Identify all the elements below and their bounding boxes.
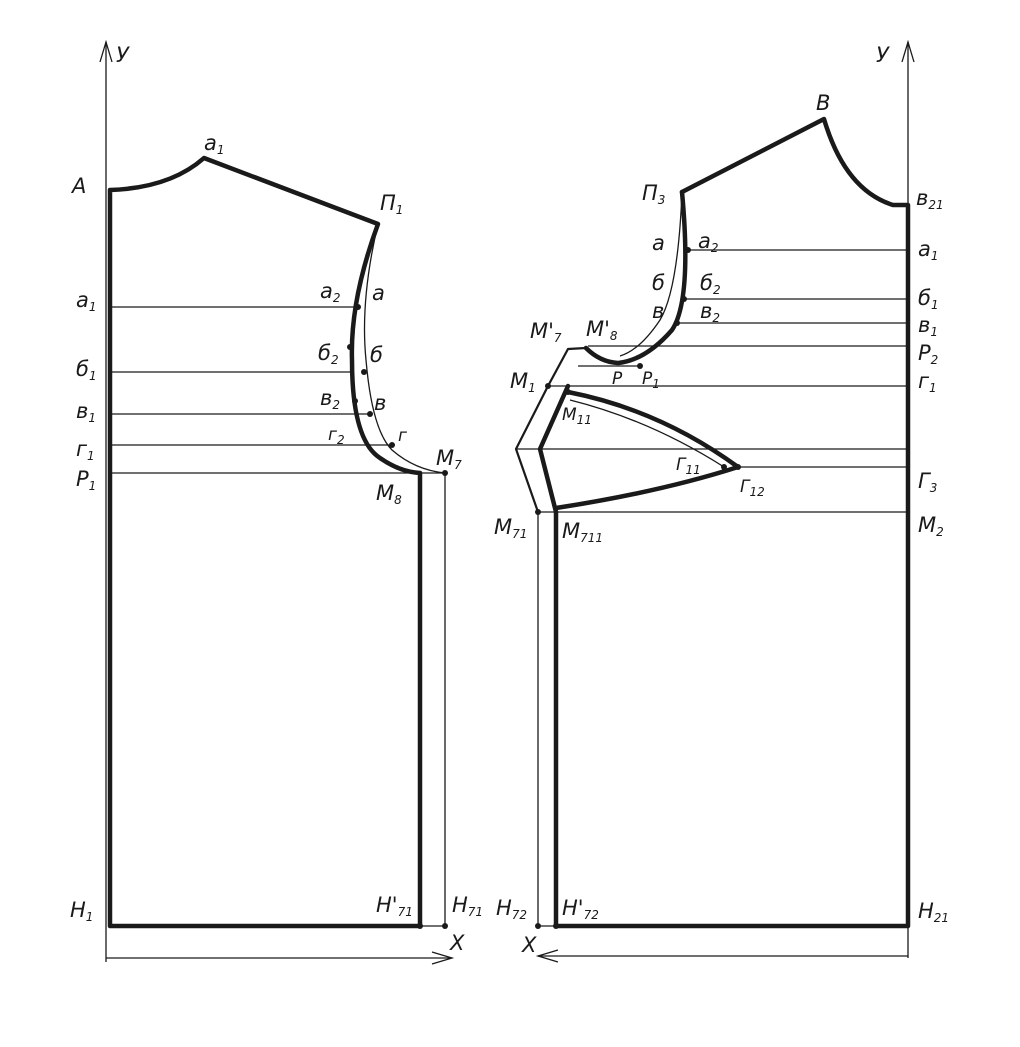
back-point-v <box>367 411 373 417</box>
front-label-P3: П3 <box>642 181 665 207</box>
front-label-G11: Г11 <box>676 455 701 477</box>
front-label-G3: Г3 <box>918 469 937 495</box>
back-point-b2 <box>347 344 353 350</box>
front-label-a1: а1 <box>918 237 939 263</box>
front-label-v: в <box>652 299 664 323</box>
front-label-B: В <box>816 91 830 115</box>
back-outline <box>107 155 423 929</box>
front-label-a2: а2 <box>698 229 719 255</box>
front-point-b2 <box>681 296 687 302</box>
front-label-b: б <box>652 271 665 295</box>
front-label-M2: М2 <box>918 513 944 539</box>
front-point-r1 <box>637 363 643 369</box>
back-label-v2: в2 <box>320 386 340 412</box>
back-label-g: г <box>398 426 407 446</box>
front-armhole-offset <box>619 191 683 357</box>
front-label-P2: Р2 <box>918 341 938 367</box>
back-label-A: А <box>70 174 86 198</box>
front-point-m1 <box>545 383 551 389</box>
front-point-m11 <box>565 389 571 395</box>
front-label-M11: М11 <box>562 405 592 427</box>
front-outline <box>553 116 911 929</box>
back-label-b2: б2 <box>318 341 339 367</box>
front-label-M8p: М'8 <box>586 317 618 343</box>
front-label-R1: Р1 <box>642 369 660 391</box>
front-label-G12: Г12 <box>740 477 765 499</box>
front-piece: У Х В П3 в21 а а2 а1 б б2 б1 в в2 в1 М'7… <box>494 39 949 963</box>
front-label-a: а <box>652 231 665 255</box>
back-label-M7: М7 <box>436 446 462 472</box>
front-label-v1: в1 <box>918 313 938 339</box>
front-dart-left <box>514 385 549 513</box>
back-label-b: б <box>370 343 383 367</box>
back-point-h71p <box>417 923 423 929</box>
front-x-axis-arrow <box>535 949 559 963</box>
front-dart-inner-leg <box>569 399 725 468</box>
front-label-M71: М71 <box>494 515 527 541</box>
front-y-axis-arrow <box>901 39 915 63</box>
front-label-R: Р <box>612 369 623 389</box>
front-label-M711: М711 <box>562 519 603 545</box>
front-dart-top-leg <box>565 389 741 470</box>
back-label-v1-left: в1 <box>76 399 96 425</box>
front-label-M1: М1 <box>510 369 536 395</box>
back-point-a <box>355 304 361 310</box>
back-label-a1-top: а1 <box>204 131 225 157</box>
front-dart-inner <box>537 383 571 515</box>
front-y-axis-label: У <box>876 43 890 67</box>
back-label-g1-left: г1 <box>76 437 95 463</box>
front-label-H72p: Н'72 <box>562 896 599 922</box>
back-point-v2 <box>352 398 358 404</box>
front-dart-bottom-leg <box>553 464 741 511</box>
front-label-v2: в2 <box>700 299 720 325</box>
back-label-H71p: Н'71 <box>376 893 413 919</box>
back-label-H71: Н71 <box>452 893 483 919</box>
front-point-a2 <box>685 247 691 253</box>
back-label-P1: П1 <box>380 191 403 217</box>
back-label-v: в <box>374 391 386 415</box>
back-point-m7 <box>442 470 448 476</box>
back-label-b1-left: б1 <box>76 357 97 383</box>
front-point-m71 <box>535 509 541 515</box>
back-point-g <box>389 442 395 448</box>
back-x-axis-label: Х <box>449 931 465 955</box>
front-label-b1: б1 <box>918 286 939 312</box>
front-point-g12 <box>735 464 741 470</box>
back-label-P1-left: Р1 <box>76 467 96 493</box>
back-label-a2: а2 <box>320 279 341 305</box>
back-point-h71 <box>442 923 448 929</box>
back-piece: У Х А а1 П1 а1 б1 в1 г1 Р1 а2 а б2 б в2 … <box>70 39 483 965</box>
back-x-axis-arrow <box>431 951 455 965</box>
front-point-h72p <box>553 923 559 929</box>
back-point-b <box>361 369 367 375</box>
front-dart-upper <box>547 346 587 387</box>
front-point-g11 <box>721 464 727 470</box>
front-label-M7p: М'7 <box>530 319 562 345</box>
back-label-g2: г2 <box>328 425 345 447</box>
back-armhole-offset <box>363 223 446 474</box>
back-label-a: а <box>372 281 385 305</box>
front-label-H72: Н72 <box>496 896 527 922</box>
front-armhole <box>583 189 688 366</box>
front-label-b2: б2 <box>700 271 721 297</box>
back-label-a1-left: а1 <box>76 288 97 314</box>
front-point-h72 <box>535 923 541 929</box>
front-label-v21: в21 <box>916 186 944 212</box>
front-point-v2 <box>674 320 680 326</box>
back-label-M8: М8 <box>376 481 402 507</box>
back-y-axis-arrow <box>99 39 113 63</box>
front-x-axis-label: Х <box>521 933 537 957</box>
back-y-axis-label: У <box>116 43 130 67</box>
back-label-H1: Н1 <box>70 898 93 924</box>
front-label-H21: Н21 <box>918 899 949 925</box>
front-label-g1: г1 <box>918 369 937 395</box>
